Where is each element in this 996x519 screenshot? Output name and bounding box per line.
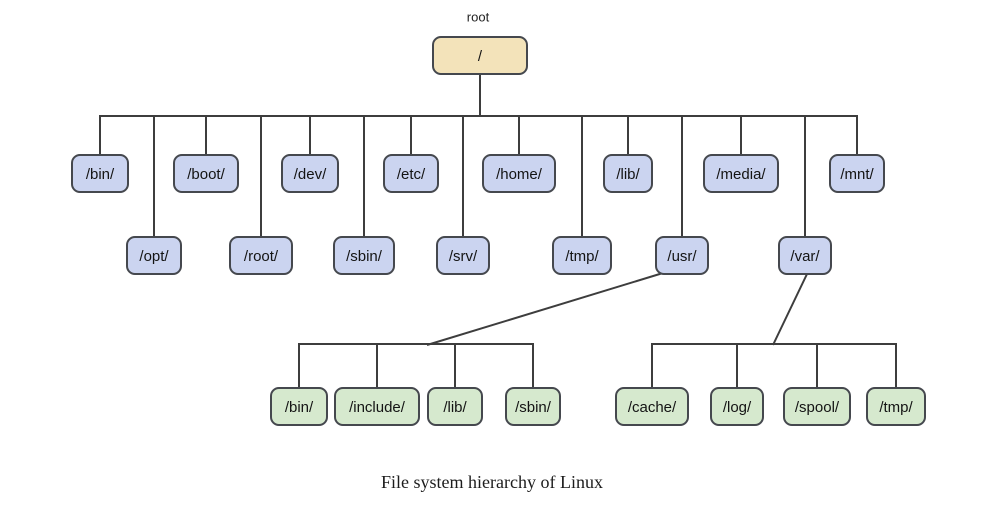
node-mnt-box (829, 154, 885, 193)
root-title-label: root (467, 10, 490, 25)
node-var-log: /log/ (710, 387, 764, 426)
node-usr-sbin: /sbin/ (505, 387, 561, 426)
node-var-tmp-label: /tmp/ (879, 399, 913, 416)
node-root-box (432, 36, 528, 75)
node-mnt: /mnt/ (829, 154, 885, 193)
node-home-label: /home/ (496, 166, 543, 183)
connector-var-diagonal (772, 273, 808, 346)
node-usr-lib: /lib/ (427, 387, 483, 426)
node-root: /root/ (229, 236, 293, 275)
node-var-label: /var/ (790, 248, 820, 265)
node-home: /home/ (482, 154, 556, 193)
node-usr-include-box (334, 387, 420, 426)
node-etc: /etc/ (383, 154, 439, 193)
node-dev-box (281, 154, 339, 193)
node-usr-sbin-box (505, 387, 561, 426)
node-usr-bin-box (270, 387, 328, 426)
node-var-spool-label: /spool/ (795, 399, 840, 416)
node-root: / (432, 36, 528, 75)
node-var-log-label: /log/ (723, 399, 752, 416)
node-opt-box (126, 236, 182, 275)
connector-usr-diagonal (426, 272, 664, 346)
node-bin-box (71, 154, 129, 193)
node-sbin: /sbin/ (333, 236, 395, 275)
node-usr-lib-label: /lib/ (443, 399, 467, 416)
node-opt-label: /opt/ (139, 248, 169, 265)
node-tmp-box (552, 236, 612, 275)
node-var: /var/ (778, 236, 832, 275)
node-bin-label: /bin/ (86, 166, 115, 183)
node-srv-box (436, 236, 490, 275)
node-var-spool: /spool/ (783, 387, 851, 426)
node-sbin-box (333, 236, 395, 275)
node-root-label: /root/ (244, 248, 279, 265)
node-opt: /opt/ (126, 236, 182, 275)
node-media-box (703, 154, 779, 193)
node-dev: /dev/ (281, 154, 339, 193)
node-lib-box (603, 154, 653, 193)
node-root-box (229, 236, 293, 275)
node-media-label: /media/ (716, 166, 766, 183)
node-boot-label: /boot/ (187, 166, 225, 183)
node-usr-label: /usr/ (667, 248, 697, 265)
diagram-caption: File system hierarchy of Linux (381, 472, 603, 492)
node-boot-box (173, 154, 239, 193)
node-var-tmp: /tmp/ (866, 387, 926, 426)
node-usr-include-label: /include/ (349, 399, 406, 416)
node-usr: /usr/ (655, 236, 709, 275)
node-var-tmp-box (866, 387, 926, 426)
node-lib-label: /lib/ (616, 166, 640, 183)
node-usr-include: /include/ (334, 387, 420, 426)
node-srv-label: /srv/ (449, 248, 478, 265)
node-srv: /srv/ (436, 236, 490, 275)
node-usr-box (655, 236, 709, 275)
node-lib: /lib/ (603, 154, 653, 193)
node-var-cache: /cache/ (615, 387, 689, 426)
node-tmp: /tmp/ (552, 236, 612, 275)
node-etc-box (383, 154, 439, 193)
node-media: /media/ (703, 154, 779, 193)
node-boot: /boot/ (173, 154, 239, 193)
node-tmp-label: /tmp/ (565, 248, 599, 265)
node-usr-bin: /bin/ (270, 387, 328, 426)
node-bin: /bin/ (71, 154, 129, 193)
node-dev-label: /dev/ (294, 166, 327, 183)
node-mnt-label: /mnt/ (840, 166, 874, 183)
node-usr-sbin-label: /sbin/ (515, 399, 552, 416)
node-var-box (778, 236, 832, 275)
node-sbin-label: /sbin/ (346, 248, 383, 265)
node-var-log-box (710, 387, 764, 426)
node-usr-bin-label: /bin/ (285, 399, 314, 416)
node-var-spool-box (783, 387, 851, 426)
node-root-label: / (478, 48, 483, 65)
node-home-box (482, 154, 556, 193)
node-var-cache-label: /cache/ (628, 399, 677, 416)
node-var-cache-box (615, 387, 689, 426)
node-etc-label: /etc/ (397, 166, 426, 183)
node-usr-lib-box (427, 387, 483, 426)
